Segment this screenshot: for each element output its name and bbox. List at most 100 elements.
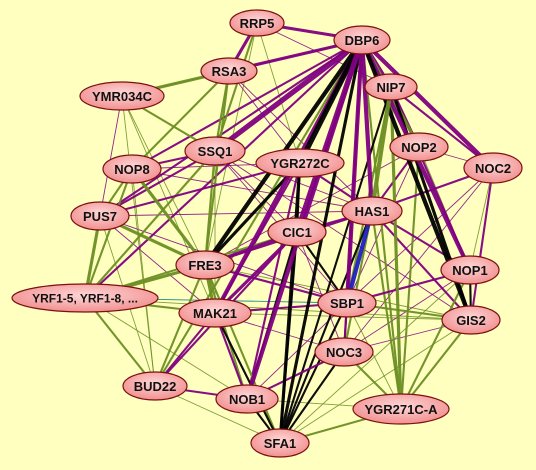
node-ellipse: [215, 384, 279, 414]
edge-has1-sbp1: [344, 210, 375, 304]
edge-noc2-noc3: [343, 167, 494, 353]
node-ellipse: [184, 136, 246, 166]
node-ellipse: [250, 428, 310, 458]
edge-nop1-sfa1: [279, 269, 471, 444]
node-nop8[interactable]: NOP8: [102, 154, 162, 184]
node-dbp6[interactable]: DBP6: [333, 25, 391, 55]
edge-has1-ygr271ca: [370, 210, 403, 410]
node-label: NOP1: [452, 263, 487, 278]
edge-dbp6-sbp1: [344, 39, 365, 304]
edge-nip7-has1: [369, 86, 394, 212]
node-label: NIP7: [377, 80, 406, 95]
edge-nop2-ygr271ca: [399, 146, 421, 410]
edge-dbp6-yrf: [84, 39, 363, 299]
node-ssq1[interactable]: SSQ1: [184, 136, 246, 166]
edge-dbp6-sfa1: [278, 39, 364, 444]
node-ellipse: [122, 371, 188, 401]
node-label: RRP5: [240, 16, 275, 31]
edge-ssq1-yrf: [84, 150, 216, 299]
node-ellipse: [178, 298, 252, 328]
node-label: FRE3: [188, 258, 221, 273]
node-ellipse: [11, 283, 159, 313]
edge-noc2-gis2: [469, 167, 495, 321]
edge-ssq1-gis2: [214, 150, 472, 321]
edge-ssq1-has1: [214, 150, 373, 212]
edge-rrp5-nip7: [256, 22, 392, 88]
edge-sbp1-sfa1: [279, 302, 348, 444]
node-ellipse: [102, 154, 162, 184]
node-ellipse: [317, 288, 377, 318]
node-label: BUD22: [134, 379, 177, 394]
node-label: NOP2: [401, 140, 436, 155]
edge-ymr034c-pus7: [99, 95, 123, 217]
node-ellipse: [70, 201, 130, 231]
node-label: SBP1: [330, 296, 364, 311]
edge-dbp6-ygr272c: [297, 38, 365, 165]
node-mak21[interactable]: MAK21: [178, 298, 252, 328]
node-nob1[interactable]: NOB1: [215, 384, 279, 414]
node-sbp1[interactable]: SBP1: [317, 288, 377, 318]
node-ellipse: [333, 25, 391, 55]
edge-rsa3-nop8: [131, 70, 230, 170]
edge-sbp1-ygr271ca: [346, 302, 402, 410]
edge-sbp1-nob1: [246, 302, 348, 400]
node-ellipse: [463, 152, 523, 184]
node-nop2[interactable]: NOP2: [389, 132, 449, 162]
node-label: MAK21: [193, 306, 237, 321]
node-ellipse: [341, 196, 403, 226]
node-rsa3[interactable]: RSA3: [200, 57, 258, 85]
edge-dbp6-ssq1: [213, 37, 364, 154]
node-fre3[interactable]: FRE3: [175, 250, 235, 280]
edge-yrf-bud22: [84, 297, 156, 387]
node-label: YMR034C: [92, 89, 153, 104]
edge-fre3-nop8: [130, 168, 207, 266]
edge-fre3-nob1: [203, 264, 249, 400]
node-cic1[interactable]: CIC1: [267, 217, 327, 247]
node-noc2[interactable]: NOC2: [463, 152, 523, 184]
edge-dbp6-noc2: [360, 38, 495, 170]
edge-noc2-nop1: [469, 167, 494, 271]
edge-fre3-sfa1: [204, 264, 281, 444]
node-ygr272c[interactable]: YGR272C: [255, 148, 345, 178]
node-ellipse: [352, 393, 450, 425]
edge-pus7-mak21: [99, 215, 216, 314]
node-ygr271ca[interactable]: YGR271C-A: [352, 393, 450, 425]
node-gis2[interactable]: GIS2: [441, 305, 501, 335]
node-ellipse: [314, 337, 374, 367]
node-ymr034c[interactable]: YMR034C: [79, 81, 165, 111]
edge-dbp6-has1: [359, 39, 375, 212]
node-bud22[interactable]: BUD22: [122, 371, 188, 401]
edge-yrf-nob1: [84, 297, 248, 400]
edge-ssq1-fre3: [203, 150, 217, 266]
node-has1[interactable]: HAS1: [341, 196, 403, 226]
node-ellipse: [200, 57, 258, 85]
node-label: CIC1: [282, 225, 312, 240]
edge-nop8-yrf: [84, 168, 133, 299]
node-label: PUS7: [83, 209, 117, 224]
node-ellipse: [364, 73, 418, 101]
node-yrf[interactable]: YRF1-5, YRF1-8, ...: [11, 283, 159, 313]
edge-noc2-sbp1: [346, 167, 494, 304]
node-label: SSQ1: [198, 144, 233, 159]
node-sfa1[interactable]: SFA1: [250, 428, 310, 458]
node-ellipse: [175, 250, 235, 280]
node-nop1[interactable]: NOP1: [440, 255, 500, 285]
node-label: YRF1-5, YRF1-8, ...: [32, 292, 138, 306]
node-ellipse: [267, 217, 327, 247]
node-pus7[interactable]: PUS7: [70, 201, 130, 231]
node-rrp5[interactable]: RRP5: [229, 9, 285, 37]
node-nip7[interactable]: NIP7: [364, 73, 418, 101]
node-ellipse: [255, 148, 345, 178]
node-ellipse: [389, 132, 449, 162]
edge-ygr272c-fre3: [203, 161, 302, 267]
edge-cic1-noc3: [296, 231, 345, 353]
node-ellipse: [440, 255, 500, 285]
node-noc3[interactable]: NOC3: [314, 337, 374, 367]
edge-mak21-sfa1: [214, 312, 281, 444]
node-ellipse: [441, 305, 501, 335]
edge-nop2-fre3: [204, 146, 420, 266]
node-label: NOB1: [229, 392, 265, 407]
node-label: HAS1: [355, 204, 390, 219]
